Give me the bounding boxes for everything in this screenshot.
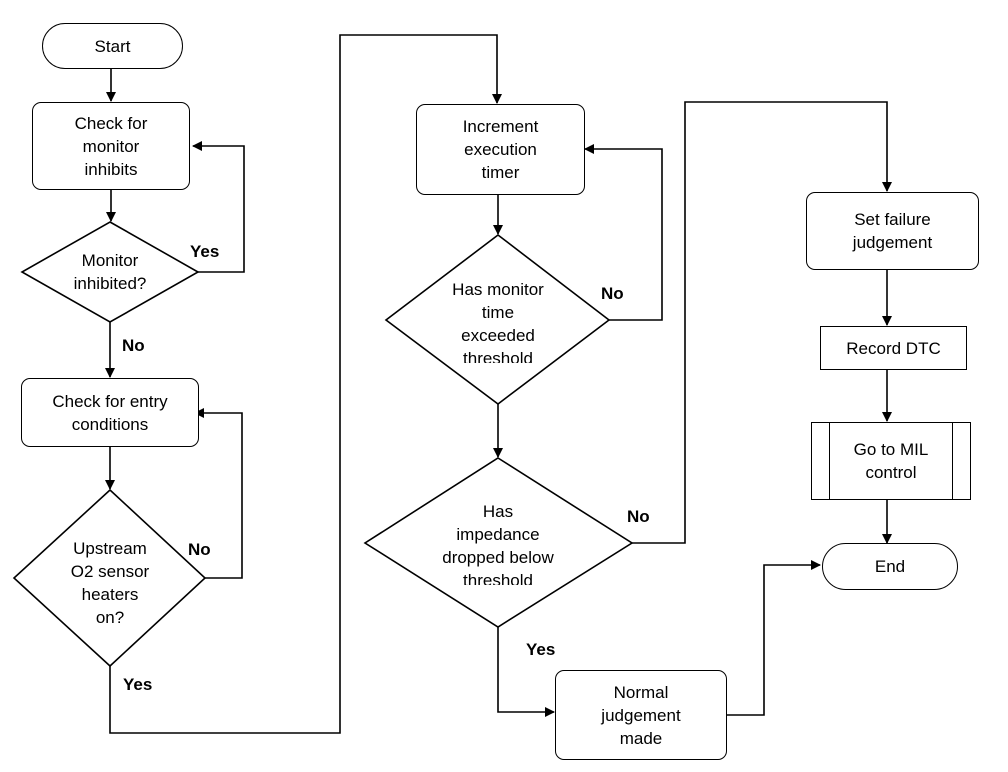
- edge-label-heaters-yes: Yes: [123, 675, 153, 694]
- edge-label-inhibited-yes: Yes: [190, 242, 220, 261]
- increment-timer-node: Increment execution timer: [416, 104, 585, 195]
- normal-judgement-node: Normal judgement made: [555, 670, 727, 760]
- arrow-normal-to-end: [727, 560, 821, 716]
- edge-label-time-no: No: [601, 284, 624, 303]
- o2-heaters-label: Upstream O2 sensor heaters on?: [70, 539, 150, 627]
- monitor-time-text-area: Has monitor time exceeded threshold: [418, 278, 578, 363]
- check-inhibits-node: Check for monitor inhibits: [32, 102, 190, 190]
- check-entry-node: Check for entry conditions: [21, 378, 199, 447]
- arrow-monitor-time-no-loop: [584, 144, 663, 321]
- start-label: Start: [94, 36, 131, 56]
- mil-control-label: Go to MIL control: [853, 440, 929, 482]
- edge-label-inhibited-no: No: [122, 336, 145, 355]
- check-inhibits-label: Check for monitor inhibits: [74, 113, 148, 179]
- end-label: End: [874, 557, 906, 576]
- set-failure-label: Set failure judgement: [852, 210, 933, 252]
- monitor-inhibited-text-area: Monitor inhibited?: [30, 249, 190, 297]
- edge-label-heaters-no: No: [188, 540, 211, 559]
- set-failure-node: Set failure judgement: [806, 192, 979, 270]
- arrow-heaters-yes-to-timer: [109, 34, 502, 734]
- arrow-inhibited-yes-loop: [192, 141, 245, 273]
- start-node: Start: [42, 23, 183, 69]
- record-dtc-label: Record DTC: [846, 338, 941, 358]
- impedance-label: Has impedance dropped below threshold: [442, 502, 554, 585]
- monitor-inhibited-label: Monitor inhibited?: [73, 251, 147, 293]
- arrow-impedance-no-to-failure: [632, 101, 892, 544]
- o2-heaters-text-area: Upstream O2 sensor heaters on?: [30, 537, 190, 631]
- end-node: End: [822, 543, 958, 590]
- record-dtc-node: Record DTC: [820, 326, 967, 370]
- arrow-heaters-no-loop: [194, 408, 243, 579]
- monitor-time-label: Has monitor time exceeded threshold: [452, 280, 544, 363]
- arrow-impedance-yes-to-normal: [497, 627, 555, 717]
- edge-label-impedance-no: No: [627, 507, 650, 526]
- impedance-text-area: Has impedance dropped below threshold: [400, 500, 596, 585]
- normal-judgement-label: Normal judgement made: [601, 682, 681, 748]
- mil-control-node: Go to MIL control: [811, 422, 971, 500]
- check-entry-label: Check for entry conditions: [52, 391, 168, 434]
- increment-timer-label: Increment execution timer: [462, 117, 539, 182]
- edge-label-impedance-yes: Yes: [526, 640, 556, 659]
